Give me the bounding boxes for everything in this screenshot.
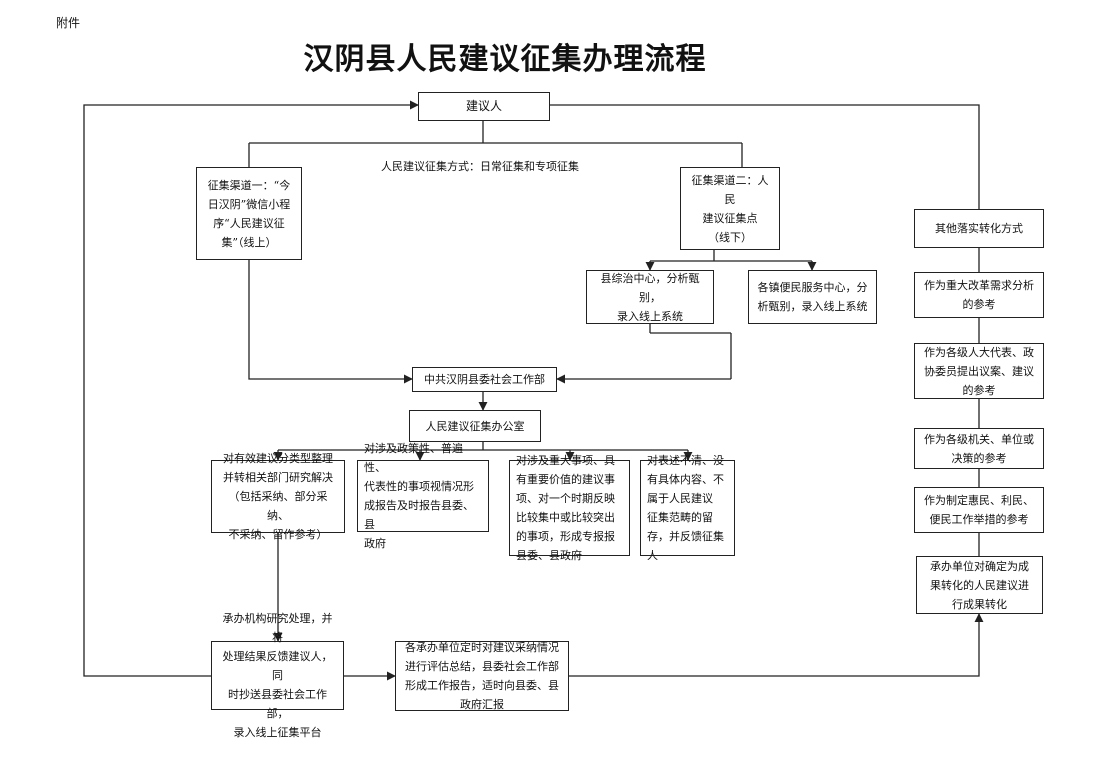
connector-channel-two-centers <box>650 249 812 262</box>
attachment-label: 附件 <box>56 16 81 30</box>
collect-office-box: 人民建议征集办公室 <box>409 410 541 442</box>
summary-box: 各承办单位定时对建议采纳情况 进行评估总结，县委社会工作部 形成工作报告，适时向… <box>395 641 569 711</box>
handling-box: 承办机构研究处理，并将 处理结果反馈建议人，同 时抄送县委社会工作部， 录入线上… <box>211 612 344 739</box>
channel-one-box: 征集渠道一：“今 日汉阴”微信小程 序“人民建议征 集”（线上） <box>196 167 302 260</box>
use-welfare-box: 作为制定惠民、利民、 便民工作举措的参考 <box>914 487 1044 533</box>
county-center-box: 县综治中心，分析甄别， 录入线上系统 <box>586 270 714 324</box>
results-box: 承办单位对确定为成 果转化的人民建议进 行成果转化 <box>916 556 1043 614</box>
town-center-box: 各镇便民服务中心，分 析甄别，录入线上系统 <box>748 270 877 324</box>
other-methods-box: 其他落实转化方式 <box>914 209 1044 248</box>
proposer-box: 建议人 <box>418 92 550 121</box>
use-reform-box: 作为重大改革需求分析 的参考 <box>914 272 1044 318</box>
use-deputies-box: 作为各级人大代表、政 协委员提出议案、建议 的参考 <box>914 343 1044 399</box>
page-title: 汉阴县人民建议征集办理流程 <box>303 42 707 77</box>
social-work-dept-box: 中共汉阴县委社会工作部 <box>412 367 557 392</box>
branch-policy-report-box: 对涉及政策性、普遍性、 代表性的事项视情况形 成报告及时报告县委、县 政府 <box>357 442 489 550</box>
branch-special-report-box: 对涉及重大事项、具 有重要价值的建议事 项、对一个时期反映 比较集中或比较突出 … <box>509 454 630 562</box>
branch-classify-box: 对有效建议分类型整理 并转相关部门研究解决 （包括采纳、部分采纳、 不采纳、留作… <box>211 452 345 541</box>
branch-archive-box: 对表述不清、没 有具体内容、不 属于人民建议 征集范畴的留 存，并反馈征集 人 <box>640 454 735 562</box>
collect-method-label: 人民建议征集方式：日常征集和专项征集 <box>381 160 579 173</box>
use-decision-box: 作为各级机关、单位或 决策的参考 <box>914 428 1044 469</box>
connector-proposer-split <box>248 120 743 167</box>
channel-two-box: 征集渠道二：人民 建议征集点 （线下） <box>680 167 780 250</box>
